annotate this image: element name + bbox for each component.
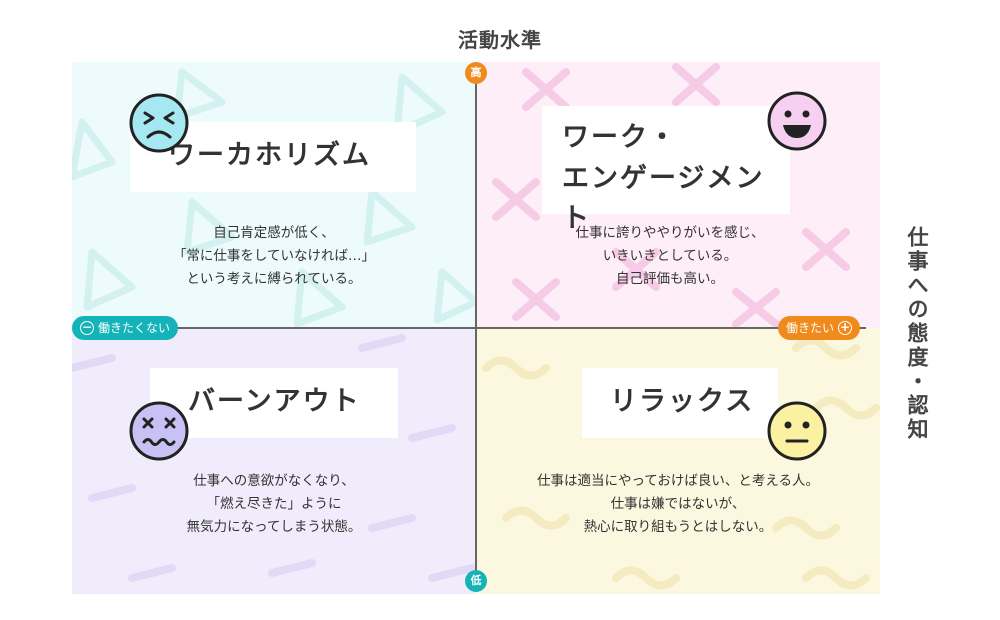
work-engagement-description: 仕事に誇りややりがいを感じ、 いきいきとしている。 自己評価も高い。 [575,225,765,287]
workaholism-description: 自己肯定感が低く、 「常に仕事をしていなければ…」 という考えに縛られている。 [172,225,376,287]
cross-pattern [492,63,850,328]
vertical-axis-line [475,70,477,582]
neutral-face-icon [767,401,827,461]
burnout-title: バーンアウト [150,368,398,438]
horizontal-axis-line [86,327,866,329]
triangle-pattern [72,68,476,328]
stressed-face-icon [129,93,189,153]
minus-circle-icon: − [80,320,94,335]
horizontal-axis-title: 仕事への態度・認知 [905,226,929,442]
relax-description: 仕事は適当にやっておけば良い、と考える人。 仕事は嫌ではないが、 熱心に取り組も… [536,473,819,535]
dizzy-face-icon [129,401,189,461]
quadrant-relax: リラックス 仕事は適当にやっておけば良い、と考える人。 仕事は嫌ではないが、 熱… [476,328,880,594]
vertical-axis-title: 活動水準 [458,28,542,52]
axis-left-label: − 働きたくない [72,316,179,340]
quadrant-burnout: バーンアウト 仕事への意欲がなくなり、 「燃え尽きた」ように 無気力になってしま… [72,328,476,594]
axis-high-label: 高 [465,62,487,84]
plus-circle-icon: + [838,320,853,335]
axis-right-label: 働きたい + [778,316,861,340]
work-engagement-title: ワーク・ エンゲージメント [542,106,790,234]
wave-pattern [482,336,880,590]
burnout-description: 仕事への意欲がなくなり、 「燃え尽きた」ように 無気力になってしまう状態。 [186,473,362,535]
smiling-face-icon [767,91,827,151]
relax-title: リラックス [582,368,778,438]
axis-low-label: 低 [465,570,487,592]
dash-pattern [72,334,476,582]
